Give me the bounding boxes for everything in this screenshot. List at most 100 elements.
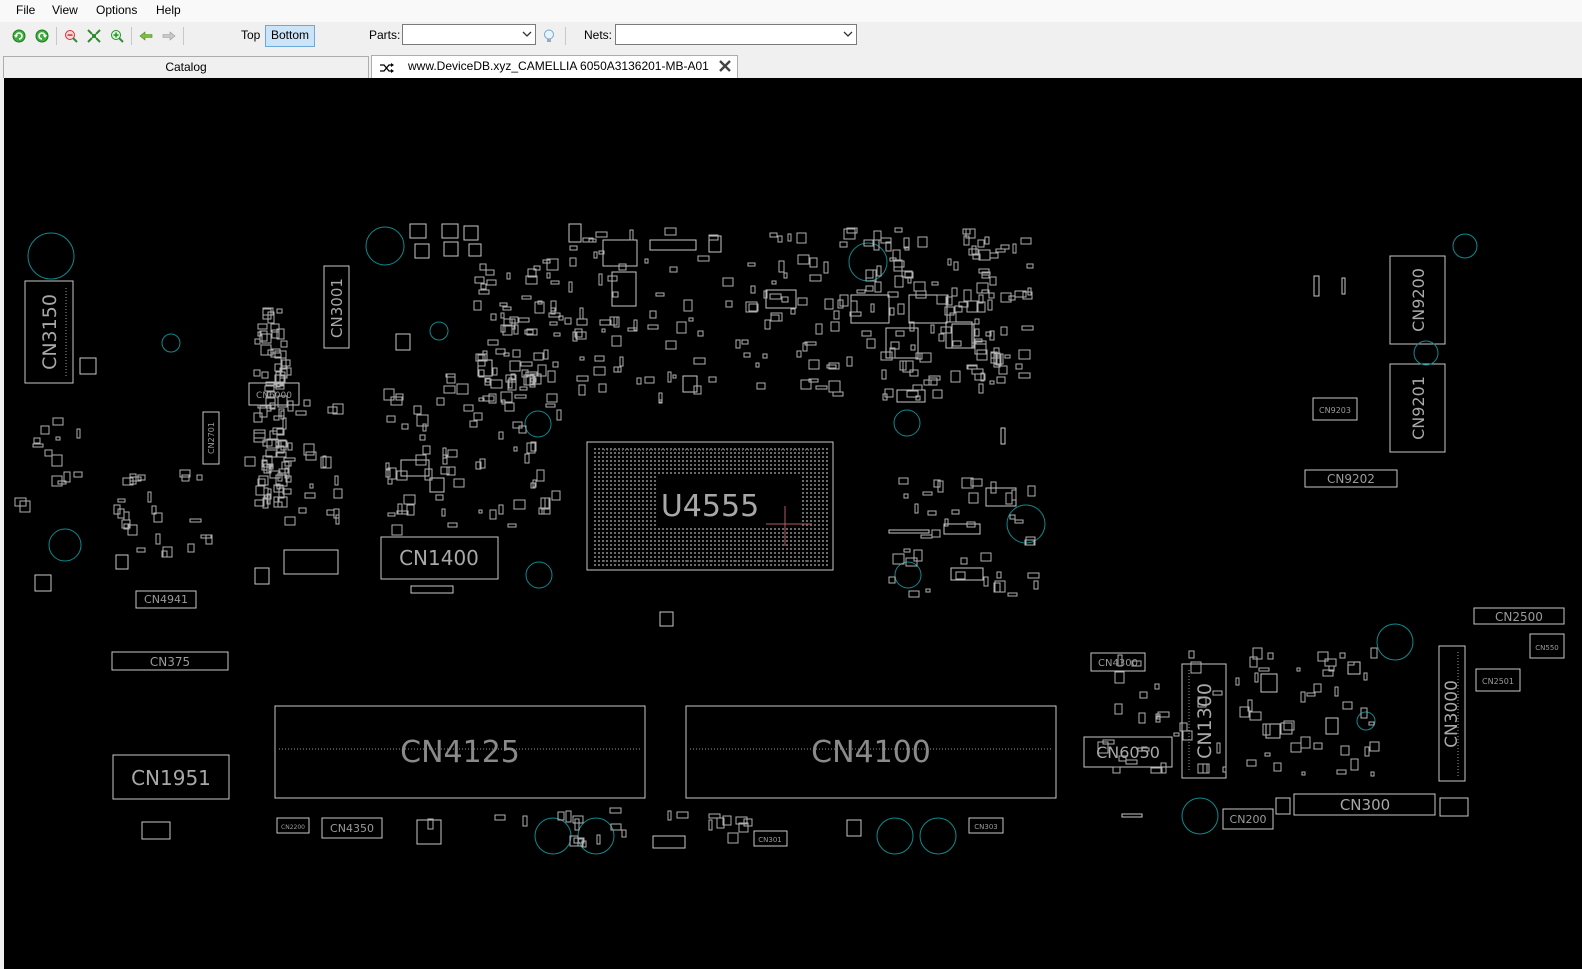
smd-component[interactable] xyxy=(574,818,580,831)
smd-component[interactable] xyxy=(416,414,429,427)
cn301-outline[interactable] xyxy=(753,830,788,847)
smd-component[interactable] xyxy=(874,281,882,293)
smd-component[interactable] xyxy=(283,457,296,462)
smd-component[interactable] xyxy=(897,303,905,315)
part-outline[interactable] xyxy=(945,321,973,349)
smd-component[interactable] xyxy=(396,470,408,481)
smd-component[interactable] xyxy=(1222,766,1227,773)
smd-component[interactable] xyxy=(892,553,905,565)
smd-component[interactable] xyxy=(303,399,311,407)
smd-component[interactable] xyxy=(937,480,944,493)
smd-component[interactable] xyxy=(1190,661,1202,674)
smd-component[interactable] xyxy=(823,261,829,274)
smd-component[interactable] xyxy=(888,576,896,584)
smd-component[interactable] xyxy=(266,438,279,449)
smd-component[interactable] xyxy=(981,289,990,294)
smd-component[interactable] xyxy=(442,447,447,459)
smd-component[interactable] xyxy=(582,237,594,243)
smd-component[interactable] xyxy=(809,274,822,282)
smd-component[interactable] xyxy=(443,385,456,394)
smd-component[interactable] xyxy=(901,270,913,278)
smd-component[interactable] xyxy=(447,522,458,528)
smd-component[interactable] xyxy=(320,456,332,469)
tab-catalog[interactable]: Catalog xyxy=(3,56,369,78)
smd-component[interactable] xyxy=(478,397,485,402)
smd-component[interactable] xyxy=(309,483,314,489)
smd-component[interactable] xyxy=(1317,651,1329,662)
smd-component[interactable] xyxy=(277,395,288,408)
smd-component[interactable] xyxy=(725,300,733,308)
smd-component[interactable] xyxy=(521,369,529,378)
smd-component[interactable] xyxy=(981,274,990,279)
smd-component[interactable] xyxy=(537,364,547,377)
smd-component[interactable] xyxy=(910,344,916,351)
smd-component[interactable] xyxy=(260,344,272,356)
cn2500-outline[interactable] xyxy=(1473,607,1565,625)
smd-component[interactable] xyxy=(747,262,756,267)
smd-component[interactable] xyxy=(1239,706,1250,718)
cn3000-outline[interactable] xyxy=(1438,645,1466,782)
smd-component[interactable] xyxy=(196,474,203,481)
smd-component[interactable] xyxy=(989,276,997,286)
smd-component[interactable] xyxy=(552,361,559,368)
smd-component[interactable] xyxy=(676,321,687,334)
smd-component[interactable] xyxy=(756,382,766,390)
smd-component[interactable] xyxy=(127,524,138,536)
smd-component[interactable] xyxy=(815,385,828,390)
smd-component[interactable] xyxy=(406,504,415,516)
smd-component[interactable] xyxy=(1138,712,1146,724)
smd-component[interactable] xyxy=(1313,742,1323,750)
smd-component[interactable] xyxy=(898,477,909,485)
smd-component[interactable] xyxy=(1012,243,1017,254)
smd-component[interactable] xyxy=(501,399,506,405)
smd-component[interactable] xyxy=(475,461,482,470)
smd-component[interactable] xyxy=(1334,686,1339,697)
smd-component[interactable] xyxy=(1313,683,1322,693)
smd-component[interactable] xyxy=(413,405,422,415)
smd-component[interactable] xyxy=(333,508,340,519)
smd-component[interactable] xyxy=(693,357,706,365)
smd-component[interactable] xyxy=(547,370,556,383)
smd-component[interactable] xyxy=(265,381,278,386)
smd-component[interactable] xyxy=(667,371,672,383)
smd-component[interactable] xyxy=(40,425,50,435)
smd-component[interactable] xyxy=(518,317,530,323)
smd-component[interactable] xyxy=(129,473,137,485)
smd-component[interactable] xyxy=(781,296,789,303)
smd-component[interactable] xyxy=(958,301,969,308)
smd-component[interactable] xyxy=(73,471,83,478)
part-outline[interactable] xyxy=(416,819,442,845)
cn1367-outline[interactable] xyxy=(283,549,339,575)
smd-component[interactable] xyxy=(593,251,598,259)
smd-component[interactable] xyxy=(275,441,280,449)
smd-component[interactable] xyxy=(735,816,748,825)
smd-component[interactable] xyxy=(257,478,266,487)
smd-component[interactable] xyxy=(525,275,538,285)
cn200-outline[interactable] xyxy=(1222,808,1274,830)
smd-component[interactable] xyxy=(276,308,283,314)
part-outline[interactable] xyxy=(888,529,930,534)
smd-component[interactable] xyxy=(950,370,961,383)
smd-component[interactable] xyxy=(550,300,557,312)
smd-component[interactable] xyxy=(846,227,858,234)
smd-component[interactable] xyxy=(932,389,943,399)
smd-component[interactable] xyxy=(76,428,81,439)
smd-component[interactable] xyxy=(951,287,958,297)
cn3150-outline[interactable] xyxy=(24,280,74,384)
smd-component[interactable] xyxy=(507,379,517,391)
smd-component[interactable] xyxy=(722,277,734,287)
part-outline[interactable] xyxy=(708,235,722,253)
smd-component[interactable] xyxy=(478,369,485,378)
smd-component[interactable] xyxy=(524,453,530,464)
part-outline[interactable] xyxy=(568,223,582,243)
smd-component[interactable] xyxy=(953,261,959,271)
smd-component[interactable] xyxy=(533,265,541,271)
smd-component[interactable] xyxy=(488,393,497,404)
smd-component[interactable] xyxy=(974,318,980,325)
part-outline[interactable] xyxy=(1260,673,1278,693)
smd-component[interactable] xyxy=(843,228,856,240)
smd-component[interactable] xyxy=(553,332,561,337)
menu-file[interactable]: File xyxy=(16,3,36,17)
smd-component[interactable] xyxy=(326,509,335,516)
smd-component[interactable] xyxy=(495,348,506,355)
